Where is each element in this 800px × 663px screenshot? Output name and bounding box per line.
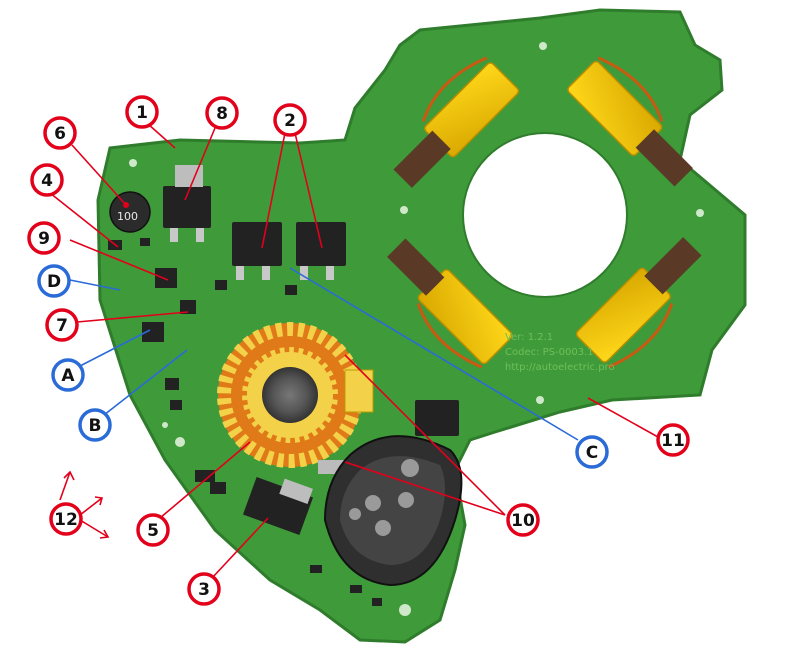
brush-holder-top-left bbox=[393, 56, 520, 188]
silk-url: http://autoelectric.pro bbox=[505, 362, 615, 373]
callout-circle bbox=[27, 221, 61, 255]
leader-2a bbox=[261, 132, 286, 249]
callout-circle bbox=[51, 358, 85, 392]
callout-circle bbox=[136, 513, 170, 547]
leader-D bbox=[69, 279, 121, 291]
callout-label: 7 bbox=[56, 316, 68, 336]
mounting-hole bbox=[536, 396, 544, 404]
callout-5: 5 bbox=[136, 513, 170, 547]
silk-code: Codec: PS-0003.1 bbox=[505, 347, 594, 358]
callout-a: A bbox=[51, 358, 85, 392]
ic-3 bbox=[242, 476, 314, 536]
callout-circle bbox=[205, 96, 239, 130]
callout-2: 2 bbox=[273, 103, 307, 137]
leader-9 bbox=[69, 239, 169, 281]
callout-circle bbox=[78, 408, 112, 442]
silk-version: Ver: 1.2.1 bbox=[505, 332, 553, 343]
center-hole bbox=[462, 132, 628, 298]
callout-circle bbox=[187, 572, 221, 606]
leader-5 bbox=[159, 441, 251, 519]
transistor-8 bbox=[163, 165, 211, 242]
callout-label: 3 bbox=[198, 580, 210, 600]
leader-lines bbox=[49, 123, 659, 579]
callout-6: 6 bbox=[43, 116, 77, 150]
connector-socket bbox=[323, 435, 463, 587]
callout-label: 9 bbox=[38, 229, 50, 249]
brush-holder-bottom-right bbox=[575, 237, 702, 369]
leader-4 bbox=[49, 192, 119, 248]
callout-label: 6 bbox=[54, 124, 66, 144]
callout-10: 10 bbox=[506, 503, 540, 537]
callout-d: D bbox=[37, 264, 71, 298]
callout-circle bbox=[125, 95, 159, 129]
leader-11 bbox=[587, 397, 659, 438]
callout-3: 3 bbox=[187, 572, 221, 606]
brush-holders bbox=[387, 56, 702, 369]
leader-10a bbox=[344, 354, 506, 516]
callout-9: 9 bbox=[27, 221, 61, 255]
mounting-hole bbox=[129, 159, 137, 167]
mounting-hole bbox=[175, 437, 185, 447]
callout-circle bbox=[43, 116, 77, 150]
callout-label: 1 bbox=[136, 103, 148, 123]
toroid-inductor-5 bbox=[217, 322, 363, 468]
callout-circle bbox=[273, 103, 307, 137]
callout-label: 10 bbox=[511, 511, 535, 531]
callout-circle bbox=[575, 435, 609, 469]
callout-8: 8 bbox=[205, 96, 239, 130]
callout-circle bbox=[49, 502, 83, 536]
leader-7 bbox=[76, 311, 189, 323]
mounting-hole bbox=[400, 206, 408, 214]
callout-label: 4 bbox=[41, 171, 53, 191]
callout-label: 8 bbox=[216, 104, 228, 124]
callout-1: 1 bbox=[125, 95, 159, 129]
mounting-hole bbox=[696, 209, 704, 217]
leader-2b bbox=[294, 132, 323, 249]
callout-circle bbox=[37, 264, 71, 298]
inductor-marking: 100 bbox=[117, 210, 138, 223]
leader-10b bbox=[344, 461, 506, 516]
callout-circle bbox=[30, 163, 64, 197]
callout-label: C bbox=[586, 443, 598, 463]
callout-circle bbox=[506, 503, 540, 537]
callout-circle bbox=[45, 308, 79, 342]
callout-4: 4 bbox=[30, 163, 64, 197]
axis-arrows-12 bbox=[59, 470, 110, 539]
callout-7: 7 bbox=[45, 308, 79, 342]
silkscreen-text: Ver: 1.2.1 Codec: PS-0003.1 http://autoe… bbox=[505, 332, 615, 373]
brush-holder-top-right bbox=[567, 56, 693, 187]
callout-label: 12 bbox=[54, 510, 78, 530]
leader-C bbox=[289, 267, 579, 441]
callout-label: 11 bbox=[661, 431, 685, 451]
leader-1 bbox=[147, 123, 176, 149]
leader-6 bbox=[71, 144, 127, 206]
callout-12: 12 bbox=[49, 502, 83, 536]
callout-label: B bbox=[89, 416, 102, 436]
leader-3 bbox=[211, 517, 269, 579]
callout-circle bbox=[656, 423, 690, 457]
inductor-6: 100 bbox=[109, 191, 151, 233]
mounting-hole bbox=[539, 42, 547, 50]
callout-label: A bbox=[61, 366, 75, 386]
callout-b: B bbox=[78, 408, 112, 442]
mounting-hole bbox=[162, 422, 168, 428]
brush-holder-bottom-left bbox=[387, 238, 513, 369]
leader-A bbox=[79, 329, 151, 367]
callout-label: 5 bbox=[147, 521, 159, 541]
callout-11: 11 bbox=[656, 423, 690, 457]
leader-B bbox=[103, 349, 188, 416]
mounting-hole bbox=[399, 604, 411, 616]
callout-label: 2 bbox=[284, 111, 296, 131]
callout-label: D bbox=[47, 272, 61, 292]
leader-8 bbox=[184, 127, 216, 201]
callout-c: C bbox=[575, 435, 609, 469]
